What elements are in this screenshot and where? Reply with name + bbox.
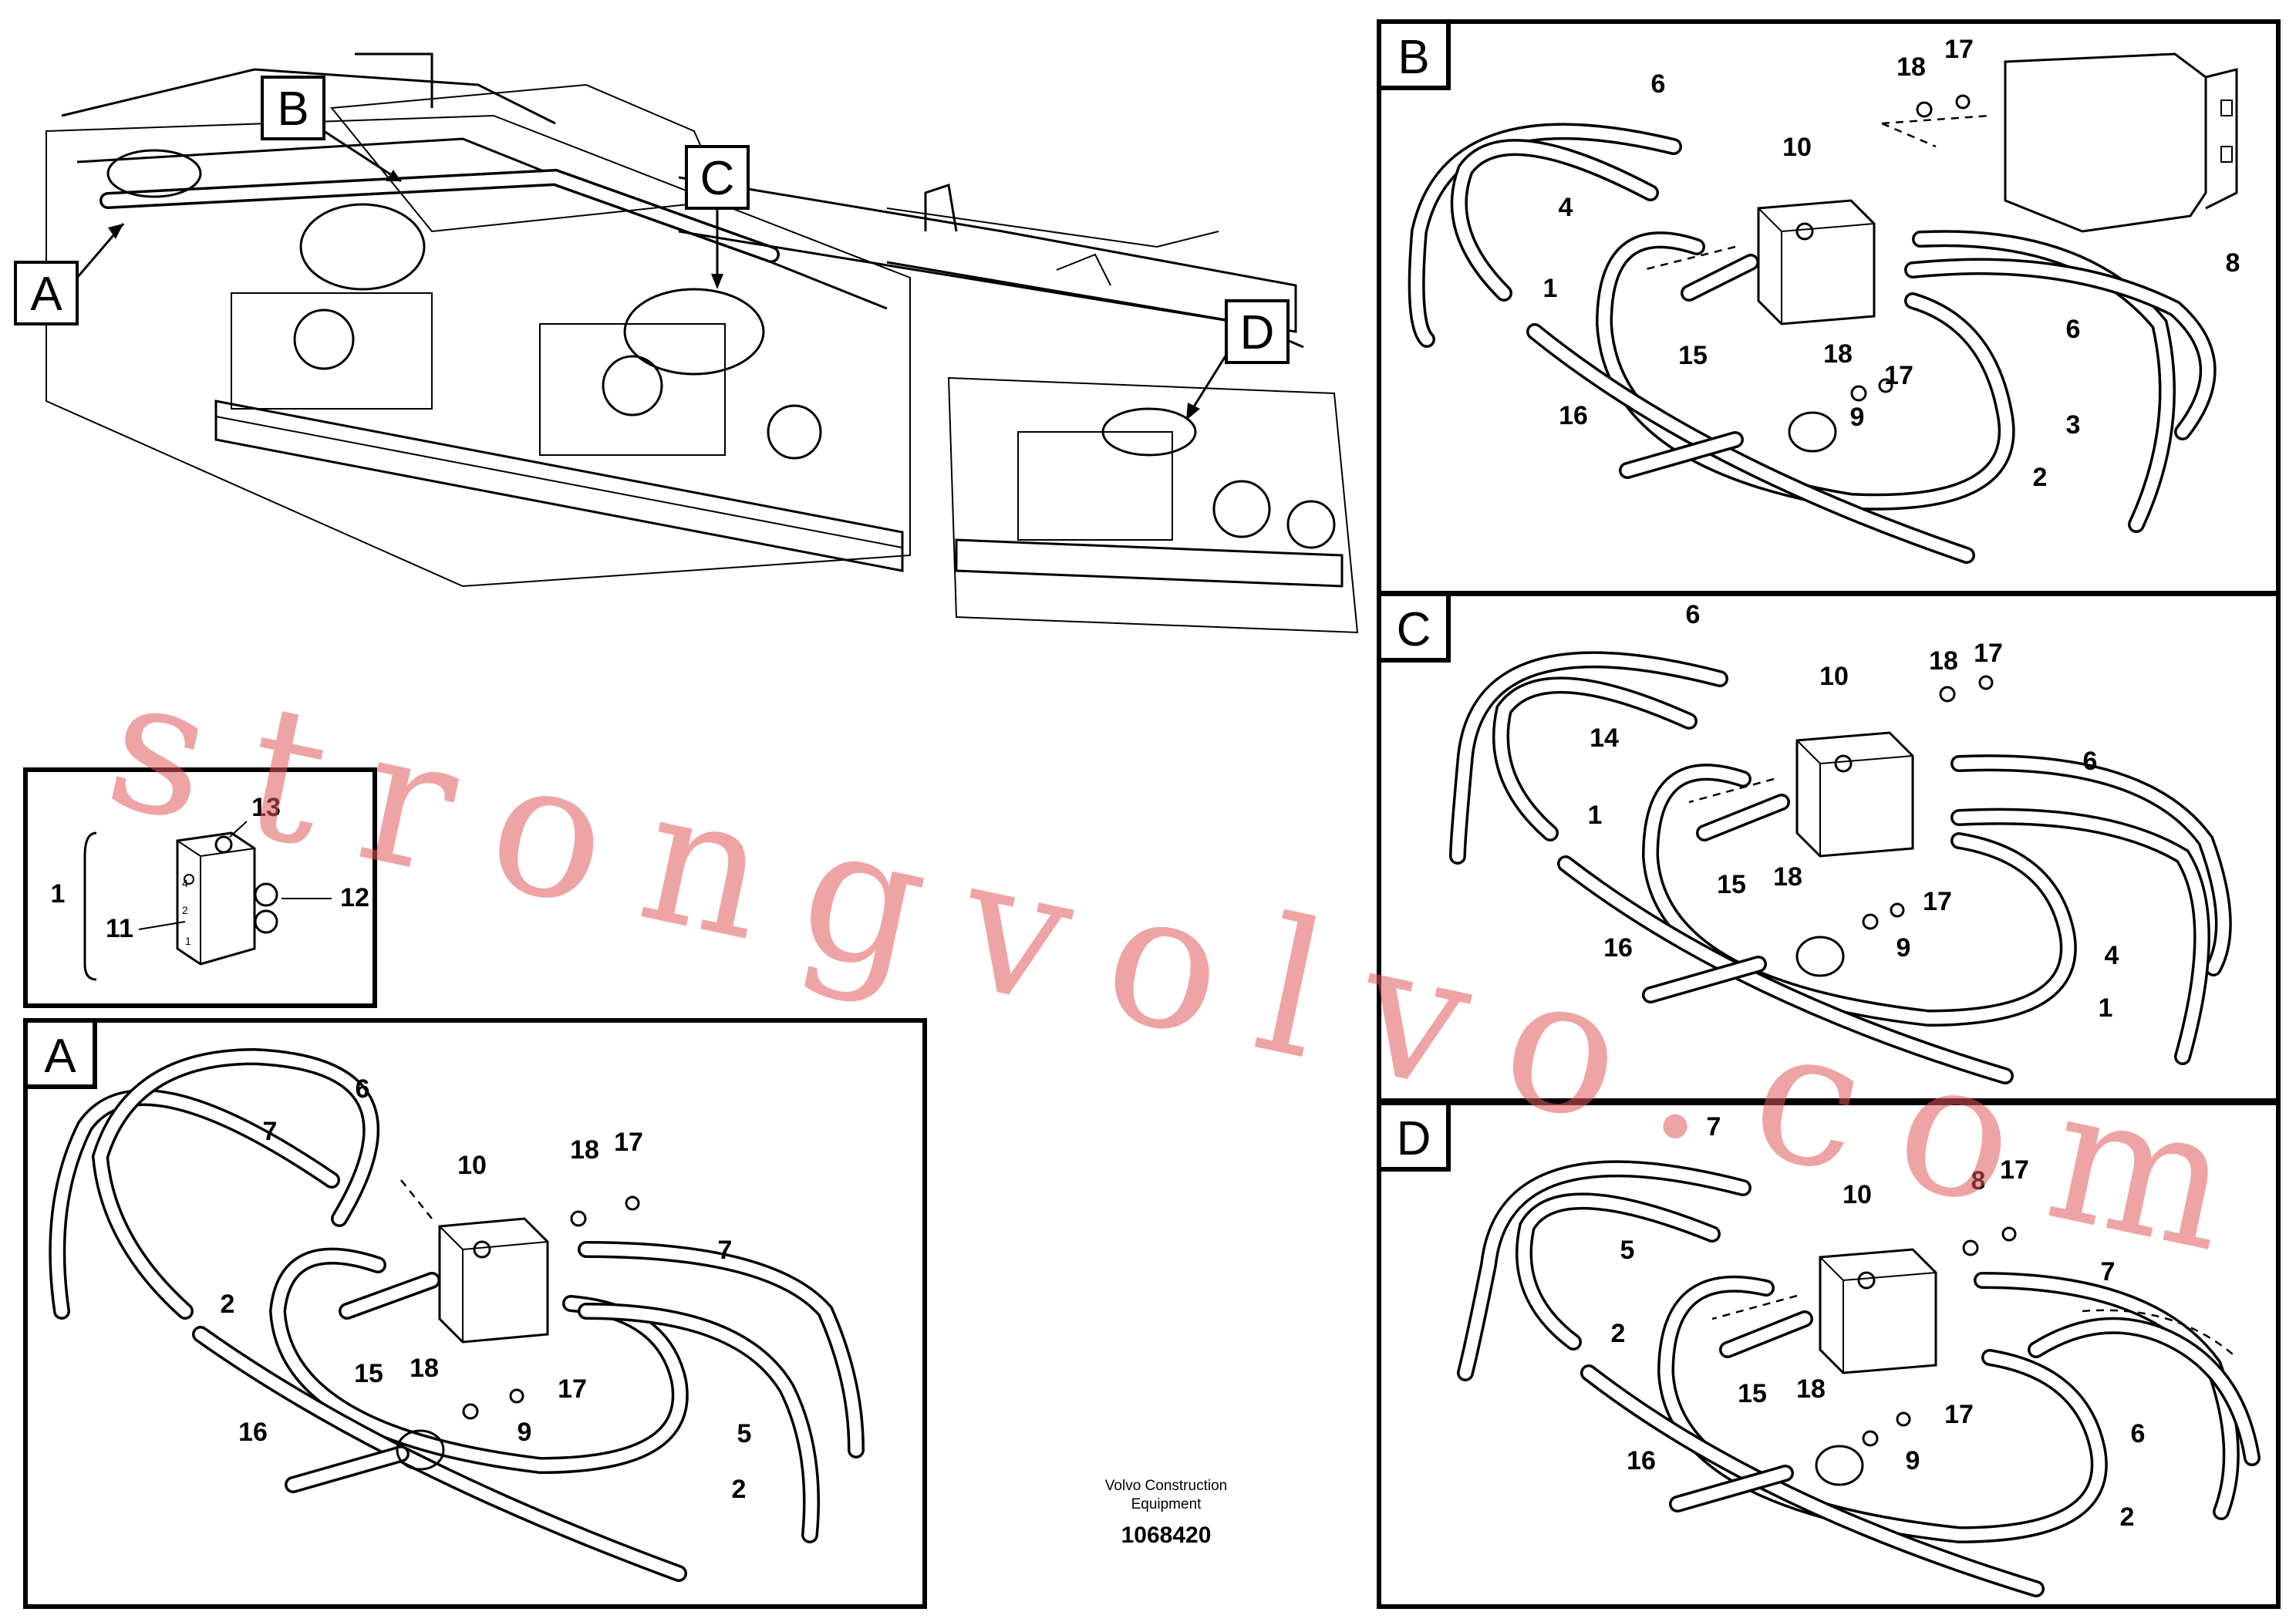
panel-b-label-18b: 18 [1823, 339, 1853, 369]
panel-a-label-18: 18 [570, 1135, 599, 1165]
panel-d-label-10: 10 [1843, 1180, 1872, 1209]
panel-b-label-16: 16 [1559, 401, 1588, 430]
panel-d-label-9: 9 [1906, 1446, 1920, 1475]
panel-d-label-16: 16 [1627, 1446, 1656, 1475]
panel-c-label-14: 14 [1590, 723, 1619, 753]
panel-a-label-7b: 7 [718, 1236, 733, 1265]
panel-d-label-8: 8 [1971, 1166, 1986, 1195]
callout-c: C [685, 145, 750, 289]
panel-a-label-2b: 2 [732, 1475, 747, 1504]
panel-c-label-17: 17 [1974, 639, 2003, 668]
inset-port-2: 2 [182, 904, 188, 916]
panel-c-label-17b: 17 [1923, 887, 1952, 916]
panel-b-label-10: 10 [1782, 133, 1812, 162]
caption-line-2: Equipment [1131, 1496, 1202, 1512]
panel-a-label-7: 7 [263, 1117, 278, 1146]
panel-c-label-18: 18 [1929, 646, 1958, 676]
panel-b-label-6b: 6 [2066, 315, 2081, 344]
panel-c-label-6b: 6 [2083, 747, 2098, 776]
callout-b: B [261, 76, 402, 183]
callout-a-label: A [30, 268, 62, 321]
panel-a-label-18b: 18 [410, 1354, 439, 1383]
panel-b-label-17b: 17 [1884, 361, 1913, 390]
inset-port-1: 1 [185, 935, 191, 947]
panel-c-label-9: 9 [1896, 933, 1911, 963]
panel-c-label-15: 15 [1717, 870, 1746, 899]
panel-c: C 6 18 17 10 14 1 6 15 18 17 16 [1377, 592, 2281, 1103]
figure-caption: Volvo Construction Equipment 1068420 [1105, 1478, 1227, 1548]
panel-c-label-1: 1 [1588, 801, 1603, 830]
panel-c-title: C [1397, 603, 1431, 656]
panel-c-label-16: 16 [1603, 933, 1633, 963]
panel-a: A 6 7 10 18 17 7 2 15 18 17 16 [23, 1018, 927, 1609]
panel-d: D 7 10 8 17 5 7 2 15 18 17 [1377, 1101, 2281, 1609]
callout-b-label: B [277, 83, 308, 136]
panel-a-label-15: 15 [354, 1359, 383, 1388]
panel-a-label-6: 6 [356, 1074, 370, 1104]
inset-port-4: 4 [182, 877, 188, 889]
panel-a-label-9: 9 [518, 1418, 532, 1447]
panel-a-label-16: 16 [238, 1418, 268, 1447]
panel-d-label-15: 15 [1738, 1379, 1767, 1408]
panel-c-label-18b: 18 [1773, 862, 1802, 892]
panel-c-label-10: 10 [1819, 662, 1849, 691]
inset-label-11: 11 [106, 914, 133, 943]
panel-a-label-17: 17 [614, 1128, 643, 1157]
panel-b-label-9: 9 [1850, 403, 1865, 432]
callout-d: D [1186, 299, 1290, 420]
inset-label-12: 12 [340, 883, 369, 912]
panel-c-label-1b: 1 [2099, 993, 2113, 1023]
callout-d-label: D [1240, 306, 1275, 359]
panel-a-label-10: 10 [457, 1151, 487, 1180]
panel-b-label-8: 8 [2226, 248, 2240, 278]
panel-a-label-17b: 17 [558, 1374, 587, 1404]
panel-c-label-4: 4 [2105, 941, 2119, 970]
callout-a: A [14, 223, 125, 325]
panel-d-label-7b: 7 [2101, 1257, 2116, 1286]
panel-d-label-7: 7 [1707, 1112, 1721, 1141]
panel-c-label-6: 6 [1686, 600, 1701, 629]
panel-d-label-17b: 17 [1944, 1400, 1974, 1429]
panel-d-title: D [1397, 1112, 1431, 1165]
panel-d-label-5: 5 [1620, 1236, 1635, 1265]
panel-b-title: B [1397, 31, 1429, 84]
panel-b-label-4: 4 [1559, 193, 1573, 222]
panel-d-label-2b: 2 [2120, 1502, 2135, 1532]
panel-b-label-3: 3 [2066, 410, 2081, 440]
inset-label-13: 13 [251, 793, 281, 822]
panel-d-label-6: 6 [2131, 1419, 2146, 1448]
panel-d-label-18: 18 [1796, 1374, 1826, 1404]
callout-c-label: C [700, 152, 735, 205]
caption-line-1: Volvo Construction [1105, 1478, 1227, 1494]
panel-b-label-15: 15 [1678, 341, 1708, 370]
panel-d-label-17: 17 [2000, 1155, 2029, 1185]
panel-a-label-2: 2 [221, 1290, 235, 1319]
panel-a-title: A [44, 1030, 76, 1083]
document-number: 1068420 [1121, 1523, 1212, 1548]
watermark-text: strongvolvo.com [92, 633, 2249, 1293]
panel-b-label-6: 6 [1651, 69, 1666, 99]
machine-overview-illustration [46, 52, 1359, 634]
panel-b-label-18: 18 [1896, 52, 1926, 82]
panel-d-label-2: 2 [1611, 1319, 1626, 1348]
inset-label-1: 1 [51, 879, 66, 909]
panel-b-label-2: 2 [2033, 463, 2048, 492]
panel-a-label-5: 5 [737, 1419, 752, 1448]
panel-b-label-1: 1 [1543, 274, 1558, 303]
panel-b: B 6 18 17 [1377, 19, 2281, 595]
panel-b-label-17: 17 [1944, 35, 1974, 64]
inset-valve-block: 13 1 12 11 4 2 1 [23, 767, 377, 1008]
